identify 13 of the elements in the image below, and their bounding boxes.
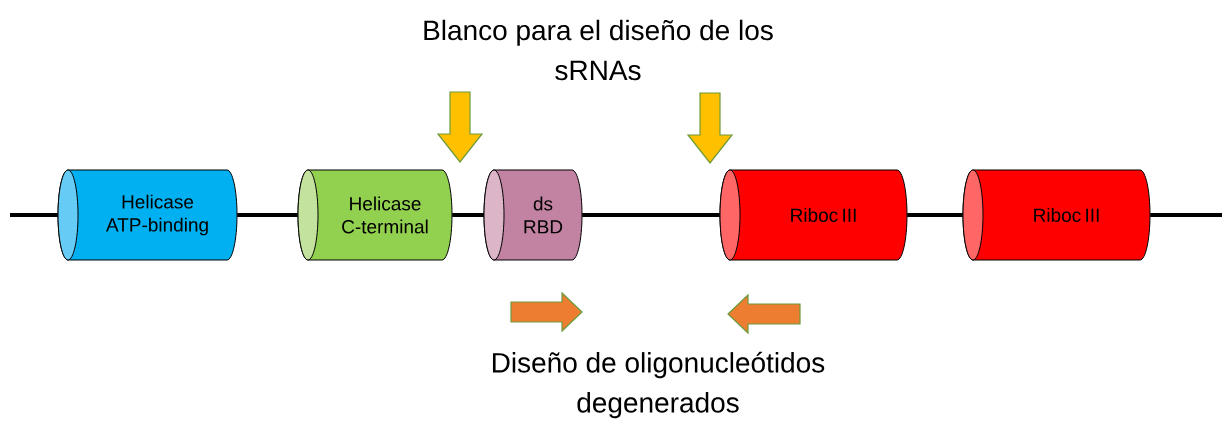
connector-line bbox=[452, 213, 484, 217]
domain-cylinder: Helicase C-terminal bbox=[297, 169, 453, 261]
connector-line bbox=[582, 213, 720, 217]
domain-cylinder: ds RBD bbox=[483, 169, 583, 261]
domain-cylinder: Riboc III bbox=[962, 169, 1151, 261]
connector-line bbox=[237, 213, 298, 217]
annotation-text: Diseño de oligonucleótidos degenerados bbox=[492, 351, 825, 419]
connector-line bbox=[1150, 213, 1222, 217]
connector-line bbox=[10, 213, 58, 217]
connector-line bbox=[907, 213, 963, 217]
domain-cylinder: Riboc III bbox=[719, 169, 908, 261]
domain-cylinder: Helicase ATP-binding bbox=[57, 169, 238, 261]
annotation-text: Blanco para el diseño de los sRNAs bbox=[424, 19, 773, 81]
